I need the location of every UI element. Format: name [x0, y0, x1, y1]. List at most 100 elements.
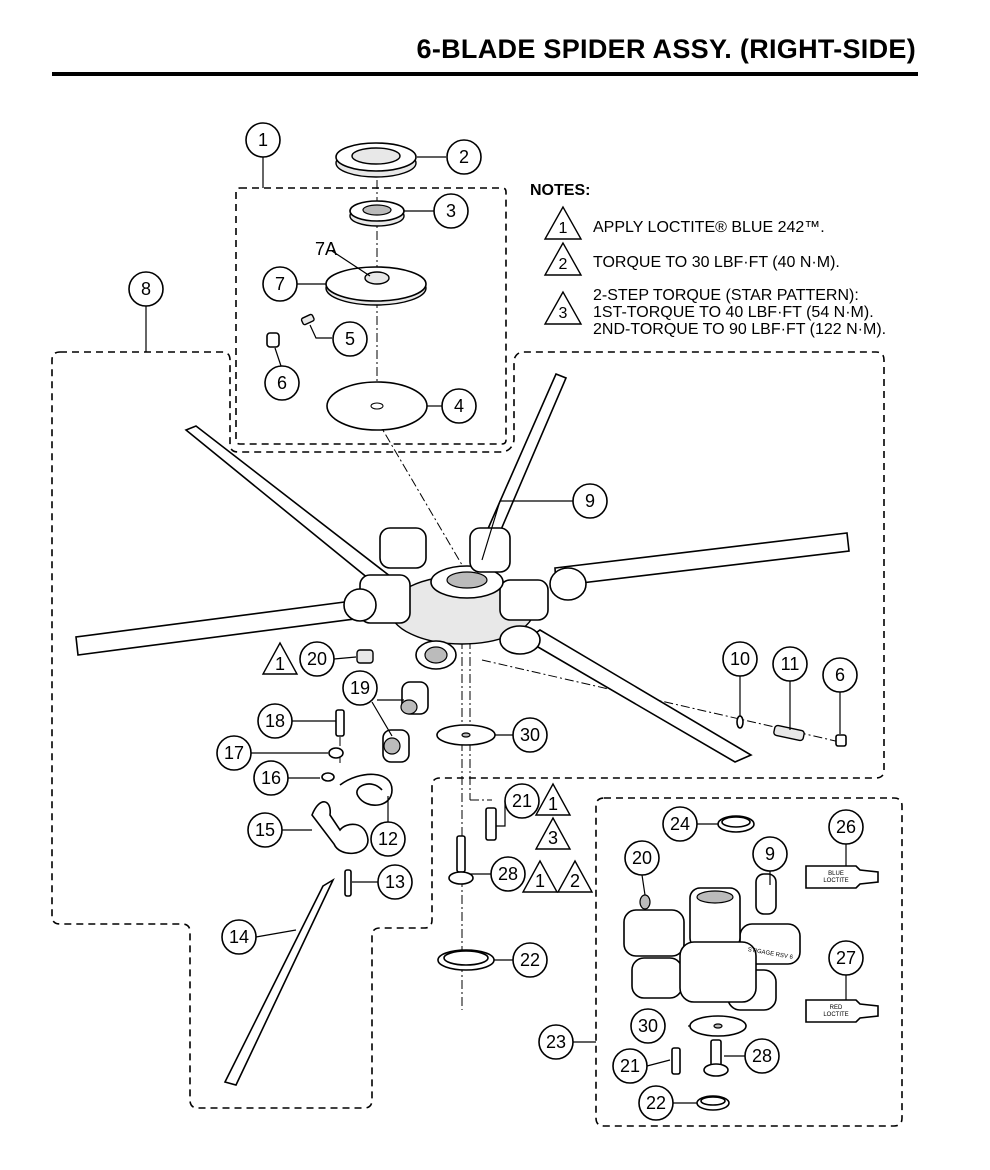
callout-14: 14: [221, 919, 257, 955]
note-symbol: 1: [559, 220, 568, 237]
blue-tube-label-1: BLUE: [828, 871, 844, 877]
callout-20-kit: 20: [624, 840, 660, 876]
note-ref-icon: [534, 816, 572, 850]
part-2-seal: [335, 142, 417, 178]
svg-text:28: 28: [752, 1046, 772, 1066]
note-reference-triangles: 1 1 3 1 2: [261, 641, 594, 893]
svg-text:14: 14: [229, 927, 249, 947]
notes-block: NOTES: 1 APPLY LOCTITE® BLUE 242™. 2 TOR…: [530, 182, 886, 338]
part-28-bolt-kit: [703, 1039, 729, 1077]
callout-17: 17: [216, 735, 252, 771]
svg-text:28: 28: [498, 864, 518, 884]
note-symbol: 3: [559, 305, 568, 322]
callout-4: 4: [441, 388, 477, 424]
part-20-setscrew: [356, 649, 374, 664]
part-18-bolt: [335, 709, 345, 737]
callout-2: 2: [446, 139, 482, 175]
callout-6-upper: 6: [264, 365, 300, 401]
svg-text:17: 17: [224, 743, 244, 763]
callout-20-upper: 20: [299, 641, 335, 677]
svg-text:8: 8: [141, 279, 151, 299]
part-10-oring: [736, 715, 744, 729]
leader-lines: [145, 156, 847, 1104]
svg-text:22: 22: [520, 950, 540, 970]
plate-hole: [370, 402, 384, 410]
part-19-bushings: [382, 681, 429, 763]
callout-7a: 7A: [315, 239, 337, 259]
part-16-washer: [321, 772, 335, 782]
note-symbol: 2: [559, 256, 568, 273]
part-17-nut: [328, 747, 344, 759]
part-4-plate: [326, 381, 428, 431]
svg-text:20: 20: [307, 649, 327, 669]
svg-text:9: 9: [765, 844, 775, 864]
callout-bubbles: 1 2 3 7A 7 5 6 4 8 9 10 11 6 20 19 18 17…: [128, 122, 864, 1121]
note-ref-icon: [521, 859, 559, 893]
part-24-oring: [717, 815, 755, 833]
note-3-line-3: 2ND-TORQUE TO 90 LBF·FT (122 N·M).: [593, 321, 886, 338]
svg-text:9: 9: [585, 491, 595, 511]
part-21-screw-kit: [671, 1047, 681, 1075]
callout-7: 7: [262, 266, 298, 302]
svg-text:11: 11: [781, 654, 800, 674]
part-27-red-loctite: RED LOCTITE: [805, 999, 879, 1023]
note-2-text: TORQUE TO 30 LBF·FT (40 N·M).: [593, 254, 840, 271]
callout-22-kit: 22: [638, 1085, 674, 1121]
red-tube-label-1: RED: [830, 1005, 843, 1011]
part-5-fitting: [300, 313, 315, 326]
note-ref-icon: [261, 641, 299, 675]
note-ref-21-top: 1: [548, 794, 558, 814]
svg-text:22: 22: [646, 1093, 666, 1113]
part-20-setscrew-kit: [639, 894, 651, 910]
callout-15: 15: [247, 812, 283, 848]
callout-24: 24: [662, 806, 698, 842]
part-22-ring-kit: [696, 1095, 730, 1111]
svg-text:16: 16: [261, 768, 281, 788]
svg-text:10: 10: [730, 649, 750, 669]
svg-text:23: 23: [546, 1032, 566, 1052]
callout-11: 11: [772, 646, 808, 682]
svg-text:24: 24: [670, 814, 690, 834]
spider-arms: [75, 372, 850, 1086]
title-rule: [52, 72, 918, 76]
part-6-cap-right: [835, 734, 847, 747]
part-7-disc: [325, 266, 427, 306]
svg-text:6: 6: [835, 665, 845, 685]
svg-text:30: 30: [520, 725, 540, 745]
svg-text:12: 12: [378, 829, 398, 849]
part-22-ring: [437, 949, 495, 971]
note-ref-icon: [556, 859, 594, 893]
part-6-cap: [266, 332, 280, 348]
svg-text:18: 18: [265, 711, 285, 731]
part-26-blue-loctite: BLUE LOCTITE: [805, 865, 879, 889]
note-3-line-2: 1ST-TORQUE TO 40 LBF·FT (54 N·M).: [593, 304, 874, 321]
part-3-bearing: [349, 200, 405, 227]
callout-8: 8: [128, 271, 164, 307]
note-triangle-icon: [543, 205, 583, 240]
notes-heading: NOTES:: [530, 182, 590, 199]
svg-text:21: 21: [512, 791, 532, 811]
callout-6-right: 6: [822, 657, 858, 693]
spider-hub: [343, 527, 587, 670]
svg-text:6: 6: [277, 373, 287, 393]
group-8-boundary: [51, 351, 885, 1109]
callout-10: 10: [722, 641, 758, 677]
svg-text:26: 26: [836, 817, 856, 837]
callout-1: 1: [245, 122, 281, 158]
callout-21-upper: 21: [504, 783, 540, 819]
part-30-shim-kit: [689, 1015, 747, 1037]
callout-30-upper: 30: [512, 717, 548, 753]
svg-text:20: 20: [632, 848, 652, 868]
note-ref-28-b: 2: [570, 871, 580, 891]
svg-text:2: 2: [459, 147, 469, 167]
callout-21-kit: 21: [612, 1048, 648, 1084]
note-triangle-icon: [543, 241, 583, 276]
part-12-spring: [339, 773, 393, 806]
svg-text:27: 27: [836, 948, 856, 968]
page-title: 6-BLADE SPIDER ASSY. (RIGHT-SIDE): [416, 34, 916, 64]
part-21-screw: [485, 807, 497, 841]
callout-13: 13: [377, 864, 413, 900]
note-ref-28-a: 1: [535, 871, 545, 891]
svg-text:13: 13: [385, 872, 405, 892]
